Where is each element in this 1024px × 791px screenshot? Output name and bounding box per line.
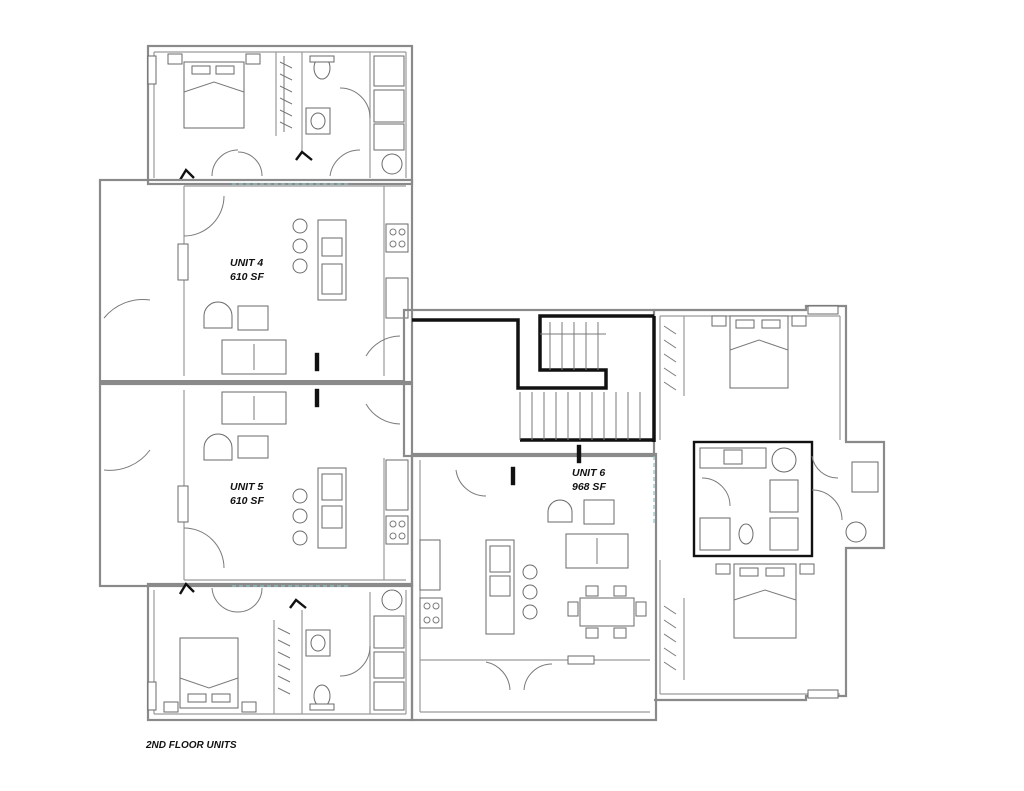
unit-6-name: UNIT 6 bbox=[572, 467, 606, 479]
unit-4-plan bbox=[98, 44, 414, 384]
unit-5-plan bbox=[98, 382, 414, 722]
unit-6-label: UNIT 6 968 SF bbox=[572, 466, 606, 494]
unit-4-label: UNIT 4 610 SF bbox=[230, 256, 264, 284]
unit-6-area: 968 SF bbox=[572, 481, 606, 493]
unit-6-plan bbox=[410, 304, 886, 722]
unit-5-label: UNIT 5 610 SF bbox=[230, 480, 264, 508]
drawing-title: 2ND FLOOR UNITS bbox=[146, 740, 237, 751]
stair-core bbox=[402, 308, 656, 458]
unit-5-area: 610 SF bbox=[230, 495, 264, 507]
unit-4-name: UNIT 4 bbox=[230, 257, 264, 269]
unit-4-area: 610 SF bbox=[230, 271, 264, 283]
unit-5-name: UNIT 5 bbox=[230, 481, 264, 493]
